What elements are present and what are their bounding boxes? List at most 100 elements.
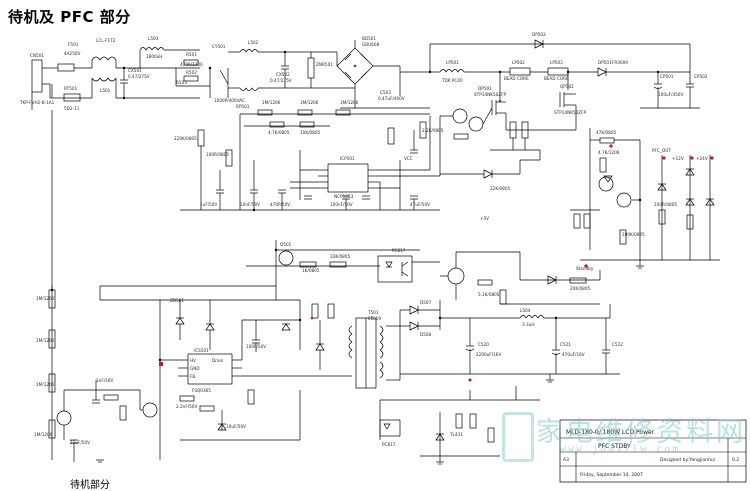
label-pfcout: PFC_OUT — [652, 148, 671, 153]
label-r502: R502 — [186, 70, 197, 75]
title-block: MLD-180-0/ 180W LCD Power PFC STDBY A3 D… — [559, 419, 747, 483]
label-v5: +5V — [480, 216, 489, 221]
label-cap3: 470P/50V — [270, 202, 290, 207]
label-res13: 1K/0805 — [302, 268, 320, 273]
label-r503: R503 — [176, 80, 187, 85]
label-lp: LP501 — [446, 60, 459, 65]
choke-lcl-top — [91, 56, 117, 61]
label-crv: 0.47uF/400V — [378, 96, 405, 101]
label-cap2: 10nF/50V — [240, 202, 260, 207]
optocoupler-pc817 — [377, 255, 413, 283]
label-pc: PC817 — [392, 248, 406, 253]
label-q501: Q501 — [280, 242, 292, 247]
label-bridge-v: GBU608 — [362, 42, 380, 47]
watermark-url: www.jdwxzlw.com — [560, 444, 681, 455]
label-ic2v: FSQ0365 — [192, 388, 211, 393]
label-bead1: BEAD CORE — [504, 76, 529, 81]
label-res11: 100K/0805 — [622, 232, 645, 237]
title-block-date: Friday, September 14, 2007 — [580, 472, 643, 478]
label-res3: 1M/1206 — [340, 100, 359, 105]
label-qp1: QP501 — [478, 86, 492, 91]
label-res2: 1M/1206 — [300, 100, 319, 105]
label-res4: 4.7K/0805 — [268, 130, 290, 135]
bottom-caption: 待机部分 — [70, 480, 110, 491]
label-fb: FB — [190, 374, 195, 379]
label-fuse-val: 4A250V — [64, 51, 81, 56]
label-dpv: FR3009 — [612, 60, 628, 65]
label-l501: L501 — [100, 88, 111, 93]
label-lp2: LP503 — [550, 60, 563, 65]
label-ntc-val: 5D2-11 — [64, 106, 80, 111]
label-gnd: GND — [190, 366, 200, 371]
label-c522: C522 — [612, 342, 623, 347]
label-znr: ZNR501 — [316, 62, 333, 67]
label-ic1v: NCP1653 — [334, 194, 354, 199]
label-vcc: VCC — [404, 156, 413, 161]
label-l502: L502 — [248, 40, 259, 45]
label-res8: 22K/0805 — [490, 186, 510, 191]
label-qp2: QP502 — [560, 84, 574, 89]
standby-pwm-ic — [187, 353, 233, 385]
label-res9: 47K/0805 — [596, 130, 616, 135]
label-cp2: CP502 — [694, 74, 708, 79]
label-r501: R501 — [186, 52, 197, 57]
label-cx1v: 0.47/275V — [128, 74, 150, 79]
label-c520: C520 — [478, 342, 489, 347]
label-res12: 33K/0805 — [330, 254, 350, 259]
label-drain: Drain — [212, 358, 224, 363]
page-title: 待机及 PFC 部分 — [8, 8, 131, 26]
label-cap8: 100P/50V — [246, 344, 266, 349]
label-res16: 1M/1206 — [36, 296, 55, 301]
label-cap10: 10uF/50V — [226, 424, 246, 429]
label-t501v: EEL19 — [368, 316, 381, 321]
label-con: CN501 — [30, 53, 44, 58]
label-cx2v: 0.47/275V — [270, 78, 292, 83]
fuse-f501 — [57, 63, 75, 72]
label-lpv: TDK PC40 — [441, 78, 463, 83]
label-l504: L504 — [520, 308, 531, 313]
label-t501: T501 — [367, 310, 379, 315]
label-cap4: 100nF/50V — [330, 202, 353, 207]
label-cp1v: 100uF/450V — [658, 92, 683, 97]
label-res10: 4.7K/1206 — [598, 150, 620, 155]
label-cyv: 1000P/400VAC — [214, 98, 245, 103]
title-block-size: A3 — [563, 457, 569, 463]
label-stby: Standby — [576, 266, 594, 271]
title-block-designer: Designed by:Yangjianhui — [660, 457, 715, 463]
label-res15: 20K/0805 — [570, 286, 590, 291]
label-res5: 10K/0805 — [300, 130, 320, 135]
label-bead2: BEAD CORE — [544, 76, 569, 81]
label-ic1: ICP501 — [340, 156, 355, 161]
choke-lcl-bot — [91, 77, 117, 82]
label-fuse: F501 — [68, 42, 79, 47]
label-v24: +24V — [696, 156, 708, 161]
label-res-z1: 100R/0805 — [654, 202, 677, 207]
label-res17: 1M/1206 — [36, 338, 55, 343]
title-block-subtitle: PFC STDBY — [598, 443, 631, 450]
label-rp: RP501 — [236, 104, 250, 109]
label-cap5: 47uF/50V — [410, 202, 430, 207]
watermark-logo — [502, 412, 534, 462]
red-net-markers — [159, 64, 714, 382]
label-cap9: 2.2nF/50V — [176, 404, 197, 409]
title-block-title: MLD-180-0/ 180W LCD Power — [566, 429, 655, 436]
ground-symbols — [96, 260, 644, 465]
label-lp1: LP502 — [512, 60, 525, 65]
ac-input-connector — [31, 59, 43, 93]
label-dp2: DP502 — [532, 32, 546, 37]
label-res18: 1M/1206 — [36, 382, 55, 387]
label-cy: CY501 — [212, 44, 226, 49]
label-pc2: PC817 — [382, 442, 396, 447]
label-ntc: RT501 — [64, 86, 77, 91]
label-cap7: 1nF/1KV — [96, 378, 114, 383]
label-cap6: 22uF/50V — [70, 440, 90, 445]
label-r501v: 470K/1206 — [180, 62, 203, 67]
label-l503v: 1800uH — [146, 54, 162, 59]
title-block-rev: 0.2 — [732, 457, 739, 463]
label-cx1: CX501 — [128, 68, 142, 73]
watermark-text: 家电维修资料网 — [536, 417, 746, 448]
label-res6: 100R/0805 — [206, 152, 229, 157]
label-c521v: 470uF/16V — [562, 352, 585, 357]
label-qpv1: STP14NK50ZFP — [474, 92, 507, 97]
